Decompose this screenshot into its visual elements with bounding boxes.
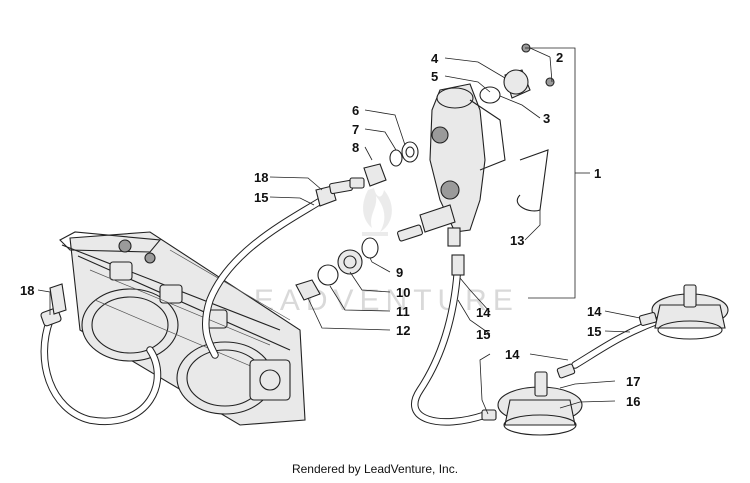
callout-14-right: 14	[587, 304, 602, 319]
elbow-fitting-18-upper	[315, 179, 353, 207]
fuel-pressure-regulator	[397, 83, 506, 247]
parts-6-7-8	[349, 141, 419, 189]
throttle-body-assembly	[59, 231, 306, 426]
fuel-pump-lower	[481, 363, 583, 436]
elbow-fitting-18-left	[40, 283, 67, 327]
callout-13: 13	[510, 233, 524, 248]
callout-8: 8	[352, 140, 359, 155]
callout-15-left: 15	[254, 190, 268, 205]
fuel-hose-15-center	[411, 254, 489, 426]
callout-3: 3	[543, 111, 550, 126]
leadventure-flame-logo	[362, 188, 392, 236]
fuel-pump-upper	[638, 284, 729, 340]
callout-9: 9	[396, 265, 403, 280]
callout-12: 12	[396, 323, 410, 338]
fuel-hose-18-left	[40, 316, 162, 426]
leader-lines	[37, 47, 641, 415]
callout-numbers: 1 2 3 4 5 6 7 8 9 10 11 12 13 14 15 14 1…	[20, 50, 640, 409]
fuel-hose-15-left	[202, 196, 326, 359]
callout-10: 10	[396, 285, 410, 300]
callout-2: 2	[556, 50, 563, 65]
callout-18-left: 18	[20, 283, 34, 298]
clip-13	[516, 149, 549, 212]
callout-1: 1	[594, 166, 601, 181]
callout-17: 17	[626, 374, 640, 389]
callout-16: 16	[626, 394, 640, 409]
washers-9-10-11-12	[295, 237, 379, 301]
footer-credit: Rendered by LeadVenture, Inc.	[291, 462, 459, 476]
callout-7: 7	[352, 122, 359, 137]
callout-14-lower: 14	[505, 347, 520, 362]
callout-4: 4	[431, 51, 439, 66]
watermark-text: LEADVENTURE	[231, 284, 519, 317]
callout-18-upper: 18	[254, 170, 268, 185]
watermark: LEADVENTURE	[231, 188, 519, 317]
callout-6: 6	[352, 103, 359, 118]
callout-14-center: 14	[476, 305, 491, 320]
callout-11: 11	[396, 304, 410, 319]
callout-5: 5	[431, 69, 438, 84]
callout-15-right: 15	[587, 324, 601, 339]
regulator-cap-2-3-4-5	[479, 43, 555, 104]
callout-15-center: 15	[476, 327, 490, 342]
